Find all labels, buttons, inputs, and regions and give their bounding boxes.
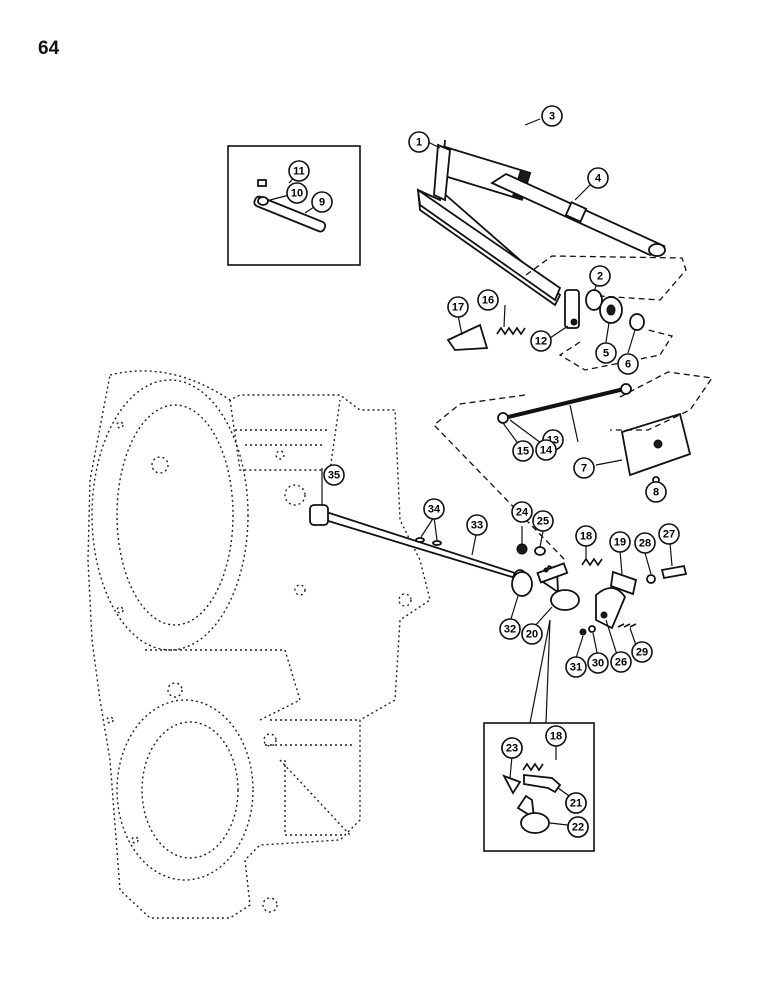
callout-15: 15 (512, 440, 534, 462)
page-number: 64 (38, 38, 60, 59)
callout-5: 5 (595, 342, 617, 364)
inset-pin-box (227, 145, 361, 266)
callout-30: 30 (587, 652, 609, 674)
callout-18: 18 (575, 525, 597, 547)
callout-label: 1 (416, 137, 422, 149)
callout-label: 5 (603, 348, 609, 360)
callout-22: 22 (567, 816, 589, 838)
callout-label: 32 (504, 624, 516, 636)
callout-label: 22 (572, 822, 584, 834)
bracket-17 (446, 323, 489, 351)
keys-34 (415, 537, 425, 543)
callout-label: 34 (428, 504, 441, 516)
nut-31 (579, 628, 587, 636)
washer-32 (511, 571, 533, 597)
callout-label: 35 (328, 470, 340, 482)
callout-label: 26 (615, 657, 627, 669)
callout-25: 25 (532, 510, 554, 532)
callout-26: 26 (610, 651, 632, 673)
link-19 (610, 570, 638, 596)
callout-label: 14 (540, 445, 553, 457)
callout-19: 19 (609, 531, 631, 553)
callout-8: 8 (645, 481, 667, 503)
callout-10: 10 (286, 182, 308, 204)
callout-20: 20 (521, 623, 543, 645)
callout-9: 9 (311, 191, 333, 213)
callout-group: 1234567891011121314151617181920212223242… (286, 105, 680, 838)
nut-24 (516, 543, 528, 555)
ring-6 (629, 313, 645, 331)
screw-29 (617, 623, 637, 628)
callout-28: 28 (634, 532, 656, 554)
spring-18 (581, 557, 603, 567)
callout-label: 12 (535, 336, 547, 348)
rod-13 (497, 383, 632, 424)
callout-label: 18 (580, 531, 592, 543)
callout-32: 32 (499, 618, 521, 640)
callout-17: 17 (447, 296, 469, 318)
callout-label: 2 (597, 271, 603, 283)
callout-label: 28 (639, 538, 651, 550)
arm-20 (536, 562, 580, 611)
callout-label: 31 (570, 662, 582, 674)
callout-16: 16 (477, 289, 499, 311)
callout-33: 33 (466, 514, 488, 536)
callout-21: 21 (565, 792, 587, 814)
callout-11: 11 (288, 160, 310, 182)
shaft-4 (490, 172, 666, 257)
callout-label: 30 (592, 658, 604, 670)
callout-18: 18 (545, 725, 567, 747)
callout-label: 17 (452, 302, 464, 314)
callout-7: 7 (573, 457, 595, 479)
callout-label: 24 (516, 507, 529, 519)
callout-label: 15 (517, 446, 529, 458)
transmission-housing (87, 370, 431, 919)
callout-14: 14 (535, 439, 557, 461)
callout-35: 35 (323, 464, 345, 486)
callout-31: 31 (565, 656, 587, 678)
callout-12: 12 (530, 330, 552, 352)
callout-29: 29 (631, 641, 653, 663)
washer-30 (588, 625, 596, 633)
cross-shaft-33 (309, 504, 528, 591)
bolt-27 (660, 564, 688, 580)
callout-label: 11 (293, 166, 305, 178)
plate-7 (620, 412, 692, 477)
callout-label: 6 (625, 359, 631, 371)
callout-label: 18 (550, 731, 562, 743)
callout-23: 23 (501, 737, 523, 759)
callout-label: 19 (614, 537, 626, 549)
callout-label: 9 (319, 197, 325, 209)
callout-label: 4 (595, 173, 602, 185)
leader-lines (269, 118, 673, 827)
callout-label: 23 (506, 743, 518, 755)
callout-label: 16 (482, 295, 494, 307)
callout-label: 10 (291, 188, 303, 200)
callout-34: 34 (423, 498, 445, 520)
callout-label: 25 (537, 516, 549, 528)
cam-26 (595, 587, 627, 630)
callout-label: 27 (663, 529, 675, 541)
callout-label: 20 (526, 629, 538, 641)
callout-27: 27 (658, 523, 680, 545)
callout-6: 6 (617, 353, 639, 375)
spring-16 (496, 326, 526, 336)
callout-label: 33 (471, 520, 483, 532)
callout-4: 4 (587, 167, 609, 189)
washer-25 (534, 546, 546, 556)
callout-label: 29 (636, 647, 648, 659)
callout-2: 2 (589, 265, 611, 287)
callout-label: 8 (653, 487, 659, 499)
callout-1: 1 (408, 131, 430, 153)
nut-28 (646, 574, 656, 584)
callout-label: 3 (549, 111, 555, 123)
inset-arm-box (483, 722, 595, 852)
callout-label: 7 (581, 463, 587, 475)
callout-24: 24 (511, 501, 533, 523)
callout-3: 3 (541, 105, 563, 127)
callout-label: 21 (570, 798, 582, 810)
